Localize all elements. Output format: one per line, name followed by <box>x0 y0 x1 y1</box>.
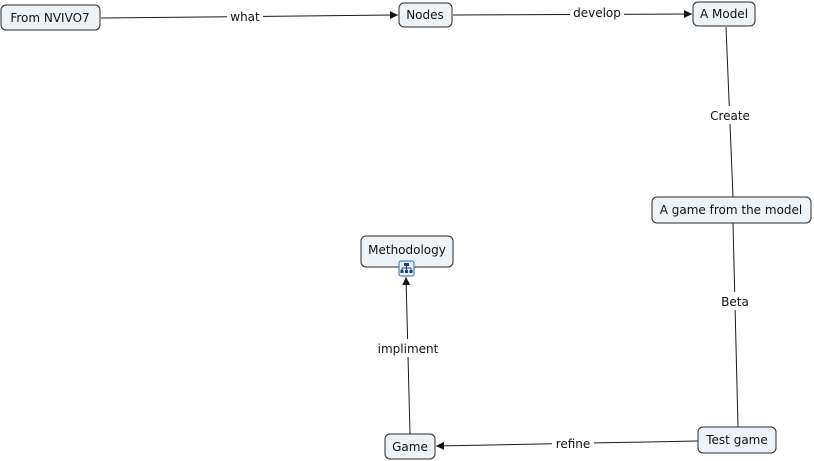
link-label-create[interactable]: Create <box>706 106 754 124</box>
link-label-develop[interactable]: develop <box>570 5 624 23</box>
link-label-what-text: what <box>230 10 260 24</box>
concept-a-model-label: A Model <box>700 7 748 21</box>
link-label-beta[interactable]: Beta <box>717 292 753 310</box>
concept-game-label: Game <box>392 440 428 454</box>
link-label-beta-text: Beta <box>721 295 749 309</box>
link-label-impliment[interactable]: impliment <box>374 339 442 357</box>
concept-a-game-from-the-model[interactable]: A game from the model <box>651 196 812 224</box>
concept-test-game-label: Test game <box>705 433 768 447</box>
concept-test-game[interactable]: Test game <box>697 426 777 454</box>
concept-a-game-from-the-model-label: A game from the model <box>660 203 803 217</box>
edge-game-from-model-to-test-game <box>732 222 739 428</box>
concept-nodes-label: Nodes <box>406 8 444 22</box>
concept-methodology[interactable]: Methodology <box>360 235 454 268</box>
concept-from-nvivo7[interactable]: From NVIVO7 <box>0 4 101 31</box>
link-label-what[interactable]: what <box>227 8 263 26</box>
concept-map-icon[interactable] <box>398 260 415 277</box>
link-label-create-text: Create <box>710 109 750 123</box>
link-label-impliment-text: impliment <box>378 342 439 356</box>
concept-a-model[interactable]: A Model <box>692 1 756 27</box>
concept-game[interactable]: Game <box>384 433 436 460</box>
link-label-refine-text: refine <box>556 437 591 451</box>
concept-nodes[interactable]: Nodes <box>398 2 453 28</box>
link-label-develop-text: develop <box>573 6 621 20</box>
concept-from-nvivo7-label: From NVIVO7 <box>10 11 89 25</box>
concept-methodology-label: Methodology <box>368 243 446 257</box>
link-label-refine[interactable]: refine <box>552 434 594 452</box>
